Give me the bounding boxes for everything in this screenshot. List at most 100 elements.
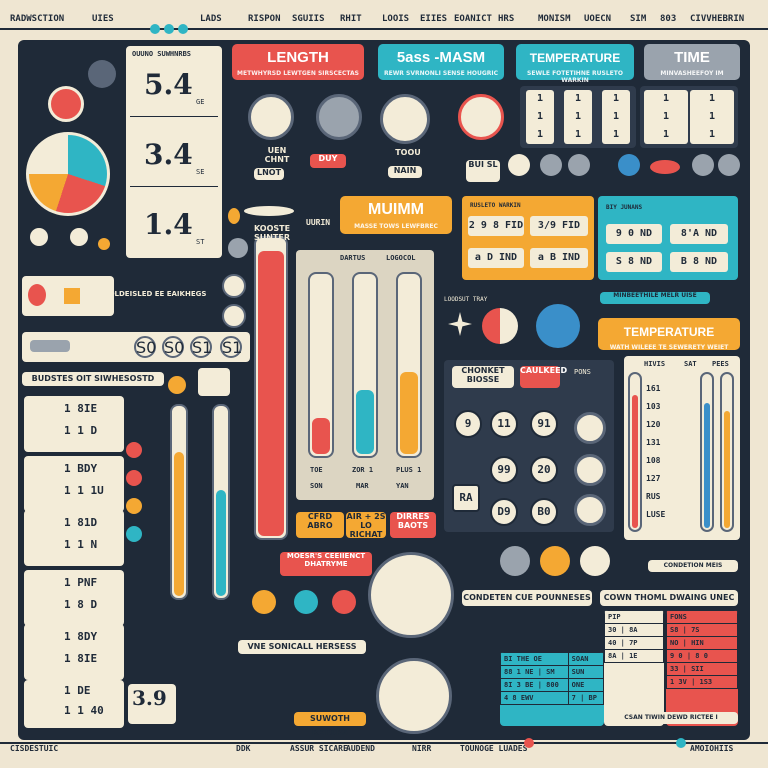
time-cell: 8'A ND bbox=[670, 224, 728, 244]
thermo-label: PEES bbox=[712, 360, 729, 368]
dial-label: DUY bbox=[310, 154, 346, 168]
top-label: UIES bbox=[92, 14, 114, 24]
time-title: TIME bbox=[674, 49, 710, 66]
temp-cell: 3/9 FID bbox=[530, 216, 588, 236]
length-header: LENGTH METWHYRSD LEWTGEN SIRSCECTAS bbox=[232, 44, 364, 80]
toggle-button[interactable]: S1 bbox=[220, 336, 243, 358]
bottle-icon bbox=[568, 154, 590, 176]
tube-label: MAR bbox=[356, 482, 369, 490]
dial-label: BUI SL bbox=[466, 160, 500, 182]
tube-title: UURIN bbox=[306, 218, 331, 227]
knob-icon[interactable] bbox=[574, 412, 606, 444]
temperature-header: TEMPERATURE SEWLE FOTETIHNE RUSLETO WARK… bbox=[516, 44, 634, 84]
data-table-red: FONS S8 | 7S NO | HIN 9 0 | 8 0 33 | SII… bbox=[666, 610, 738, 726]
mass-dial-icon bbox=[380, 94, 430, 144]
key-button[interactable]: 11 bbox=[490, 410, 518, 438]
vertical-gauge bbox=[212, 404, 230, 600]
coin-icon bbox=[98, 238, 110, 250]
status-light bbox=[332, 590, 356, 614]
big-readout: 3.9 bbox=[128, 684, 176, 724]
tube-label: DARTUS bbox=[340, 254, 366, 262]
bottom-label: NIRR bbox=[412, 744, 432, 753]
thermometer-tube bbox=[628, 372, 642, 532]
cup-icon bbox=[508, 154, 530, 176]
round-icon bbox=[580, 546, 610, 576]
number-value: 1.4 bbox=[144, 208, 193, 241]
key-button[interactable]: 99 bbox=[490, 456, 518, 484]
status-light bbox=[126, 526, 142, 542]
temperature-title: TEMPERATURE bbox=[529, 51, 621, 65]
time-cell: 9 0 ND bbox=[606, 224, 662, 244]
knob-icon[interactable] bbox=[574, 454, 606, 486]
key-button[interactable]: D9 bbox=[490, 498, 518, 526]
toggle-button[interactable]: S0 bbox=[162, 336, 185, 358]
muimm-header: MUIMM MASSE TOWS LEWFBREC bbox=[340, 196, 452, 234]
status-light bbox=[126, 498, 142, 514]
toggle-button[interactable]: S0 bbox=[134, 336, 157, 358]
thermo-label: HIVIS bbox=[644, 360, 666, 368]
top-label: MONISM bbox=[538, 14, 571, 24]
divider bbox=[130, 186, 218, 187]
key-button[interactable]: 9 bbox=[454, 410, 482, 438]
length-title: LENGTH bbox=[267, 49, 329, 66]
top-label: SIM bbox=[630, 14, 647, 24]
key-button[interactable]: B0 bbox=[530, 498, 558, 526]
marker-dot bbox=[676, 738, 686, 748]
key-button[interactable]: 91 bbox=[530, 410, 558, 438]
top-label: RISPON bbox=[248, 14, 281, 24]
tube-label: PLUS 1 bbox=[396, 466, 422, 474]
button-sublabel: ABRO bbox=[307, 521, 333, 530]
globe-icon bbox=[88, 60, 116, 88]
row-caption: CHOLDEISLED EE EAIKHEGS bbox=[97, 290, 207, 298]
top-label: EIIES bbox=[420, 14, 448, 24]
section-tag: VNE SONICALL HERSESS bbox=[238, 640, 366, 654]
gauge-dial-icon bbox=[458, 94, 504, 140]
status-light bbox=[126, 470, 142, 486]
key-button[interactable]: RA bbox=[452, 484, 480, 512]
mode-pill: MOESR'S CEEIIENCT DHATRYME bbox=[280, 552, 372, 576]
keypad-tag: PONS bbox=[574, 368, 591, 376]
top-label: 803 bbox=[660, 14, 677, 24]
top-label: EOANICT bbox=[454, 14, 492, 24]
scale-dial-icon bbox=[316, 94, 362, 140]
button-sublabel: BAOTS bbox=[397, 521, 429, 530]
table-title: COWN THOML DWAING UNEC bbox=[600, 590, 738, 606]
status-light bbox=[126, 442, 142, 458]
tape-card: S0 S0 S1 S1 bbox=[22, 332, 250, 362]
pie-gauge-icon bbox=[26, 132, 110, 216]
time-header: TIME MINVASHEEFOY IM bbox=[644, 44, 740, 80]
top-label: HRS bbox=[498, 14, 515, 24]
table-footer: CSAN TIWIN DEWD RICTEE I bbox=[604, 712, 738, 724]
knob-icon[interactable] bbox=[574, 494, 606, 526]
moon-icon bbox=[718, 154, 740, 176]
round-icon bbox=[500, 546, 530, 576]
person-icon bbox=[70, 228, 88, 246]
time-cell-grid: 9 0 ND 8'A ND S 8 ND B 8 ND BIY JUNANS bbox=[598, 196, 738, 280]
side-button[interactable] bbox=[222, 274, 246, 298]
key-button[interactable]: 20 bbox=[530, 456, 558, 484]
number-unit: SE bbox=[196, 168, 205, 176]
tube-label: ZOR 1 bbox=[352, 466, 374, 474]
top-label: LOOIS bbox=[382, 14, 410, 24]
number-card: OUUNO SUWHNRBS 5.4 3.4 1.4 GE SE ST bbox=[126, 46, 222, 258]
dial-label: UEN CHNT bbox=[264, 146, 290, 164]
status-light bbox=[252, 590, 276, 614]
dial-label: LNOT bbox=[254, 168, 284, 180]
toggle-button[interactable]: S1 bbox=[190, 336, 213, 358]
temp-cell: a B IND bbox=[530, 248, 588, 268]
tube-label: YAN bbox=[396, 482, 409, 490]
number-value: 5.4 bbox=[144, 68, 193, 101]
side-button[interactable] bbox=[222, 304, 246, 328]
keypad-tag: CAULKEED bbox=[520, 366, 567, 388]
